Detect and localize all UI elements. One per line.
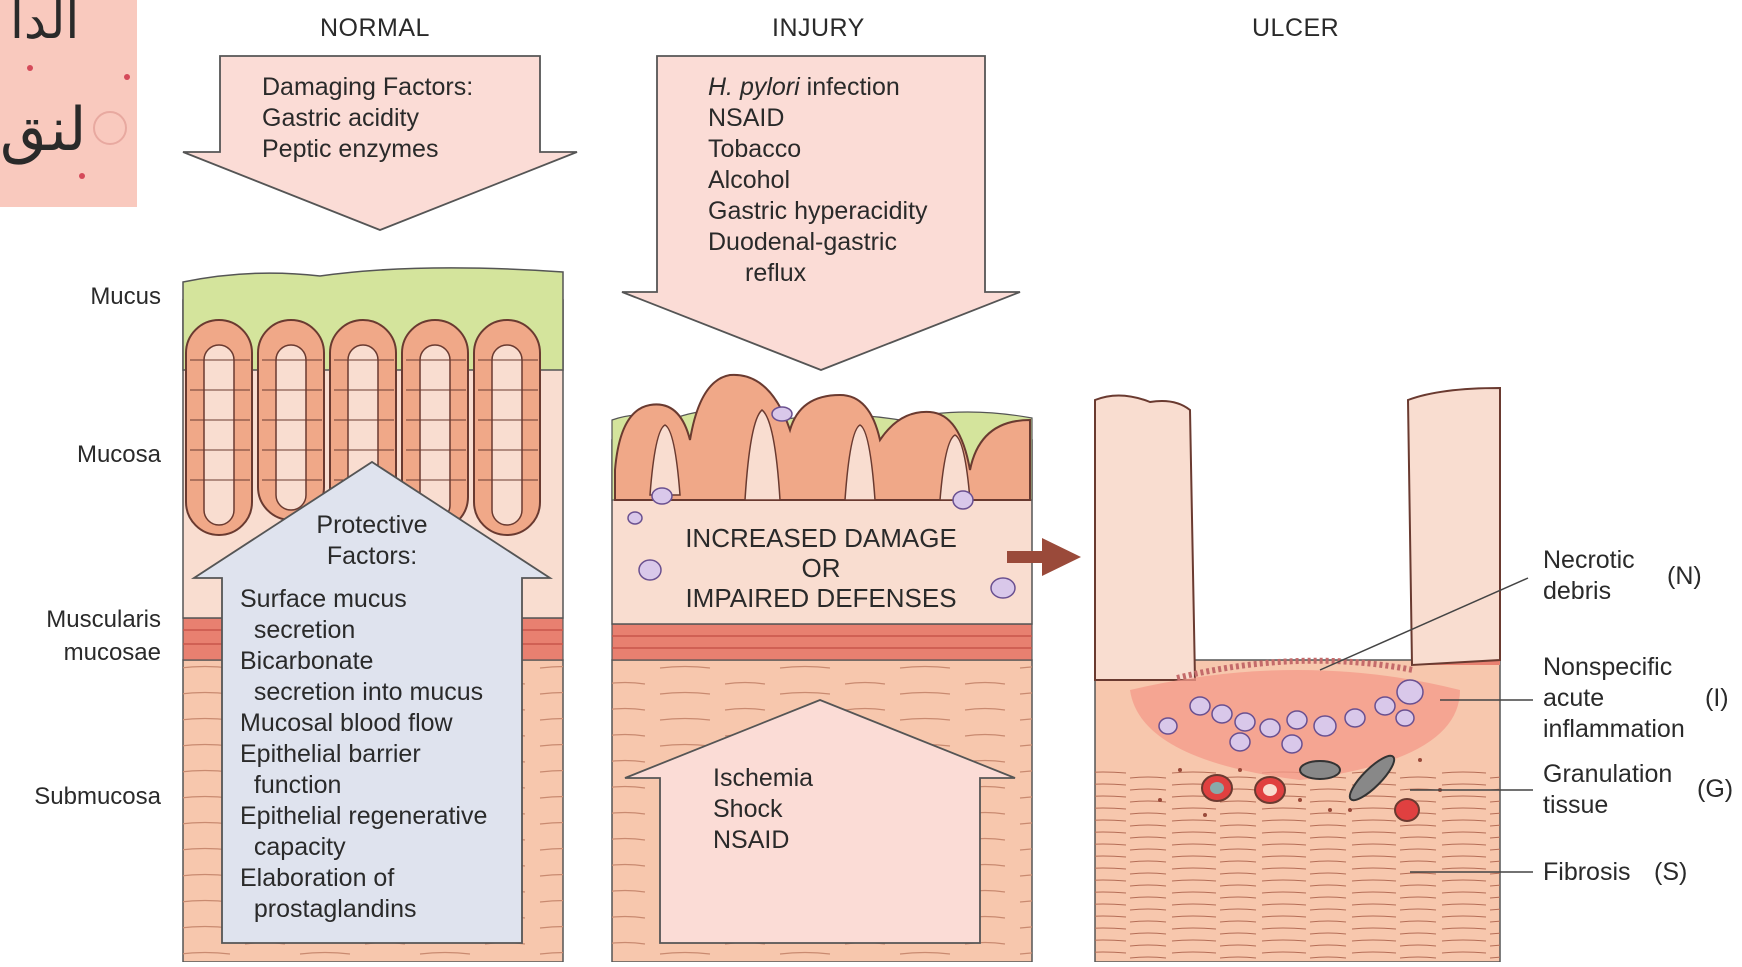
ischemia-item: Shock xyxy=(713,794,782,825)
granulation-code: (G) xyxy=(1697,774,1733,805)
ulcer-column-title: ULCER xyxy=(1252,14,1339,43)
granulation-label-2: tissue xyxy=(1543,790,1608,821)
protective-line: prostaglandins xyxy=(240,894,417,925)
injury-center-line: IMPAIRED DEFENSES xyxy=(640,583,1002,613)
protective-line: secretion into mucus xyxy=(240,677,483,708)
injury-center-line: OR xyxy=(640,553,1002,583)
logo-text-bottom: لنق xyxy=(0,95,86,165)
logo-text-top: الدا xyxy=(10,0,79,50)
injury-factor: NSAID xyxy=(708,103,784,134)
injury-factor-reflux: reflux xyxy=(745,258,806,289)
damaging-item: Gastric acidity xyxy=(262,103,419,134)
inflammation-code: (I) xyxy=(1705,683,1729,714)
protective-line: Bicarbonate xyxy=(240,646,373,677)
layer-label-mucus: Mucus xyxy=(90,281,161,312)
protective-line: capacity xyxy=(240,832,346,863)
injury-column-title: INJURY xyxy=(772,14,865,43)
hpylori-rest: infection xyxy=(800,73,900,101)
protective-line: Epithelial regenerative xyxy=(240,801,487,832)
protective-line: Mucosal blood flow xyxy=(240,708,453,739)
necrotic-label-1: Necrotic xyxy=(1543,545,1635,576)
protective-line: secretion xyxy=(240,615,355,646)
necrotic-code: (N) xyxy=(1667,561,1702,592)
ulcer-tissue xyxy=(1095,388,1500,962)
layer-label-mucosae: mucosae xyxy=(64,637,161,668)
layer-label-submucosa: Submucosa xyxy=(34,781,161,812)
protective-factors-title-2: Factors: xyxy=(272,541,472,572)
necrotic-label-2: debris xyxy=(1543,576,1611,607)
protective-line: function xyxy=(240,770,341,801)
damaging-item: Peptic enzymes xyxy=(262,134,438,165)
injury-factor: Tobacco xyxy=(708,134,801,165)
layer-label-mucosa: Mucosa xyxy=(77,439,161,470)
inflammation-label-3: inflammation xyxy=(1543,714,1685,745)
hpylori-line: H. pylori infection xyxy=(708,72,900,103)
protective-line: Elaboration of xyxy=(240,863,394,894)
layer-label-muscularis: Muscularis xyxy=(46,604,161,635)
injury-factor: Duodenal-gastric xyxy=(708,227,897,258)
inflammation-label-1: Nonspecific xyxy=(1543,652,1672,683)
damaging-factors-title: Damaging Factors: xyxy=(262,72,473,103)
ischemia-item: Ischemia xyxy=(713,763,813,794)
protective-factors-title: Protective xyxy=(272,510,472,541)
protective-line: Epithelial barrier xyxy=(240,739,421,770)
fibrosis-code: (S) xyxy=(1654,857,1687,888)
injury-center-line: INCREASED DAMAGE xyxy=(640,523,1002,553)
inflammation-label-2: acute xyxy=(1543,683,1604,714)
fibrosis-label: Fibrosis xyxy=(1543,857,1631,888)
injury-factor: Alcohol xyxy=(708,165,790,196)
injury-factor: Gastric hyperacidity xyxy=(708,196,928,227)
ischemia-item: NSAID xyxy=(713,825,789,856)
protective-line: Surface mucus xyxy=(240,584,407,615)
hpylori-italic: H. pylori xyxy=(708,73,800,101)
granulation-label-1: Granulation xyxy=(1543,759,1672,790)
normal-column-title: NORMAL xyxy=(320,14,430,43)
